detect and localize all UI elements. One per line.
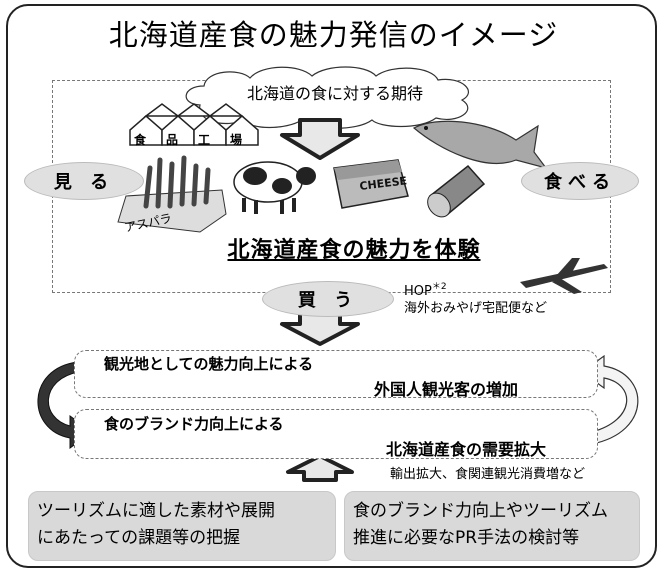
airplane-icon bbox=[520, 258, 608, 294]
eat-oval: 食べる bbox=[521, 162, 639, 200]
down-arrow-top bbox=[280, 118, 360, 160]
bottom-left-line1: ツーリズムに適した素材や展開 bbox=[37, 501, 275, 521]
factory-char: 場 bbox=[230, 133, 243, 147]
brand-band-line1: 食のブランド力向上による bbox=[104, 415, 284, 433]
buy-oval: 買 う bbox=[262, 281, 394, 317]
tourism-band bbox=[74, 350, 598, 398]
factory-char: 工 bbox=[198, 133, 211, 147]
brand-band bbox=[74, 409, 598, 459]
tourism-band-line2: 外国人観光客の増加 bbox=[374, 380, 519, 399]
tourism-band-line1: 観光地としての魅力向上による bbox=[104, 355, 314, 373]
brand-band-line2: 北海道産食の需要拡大 bbox=[386, 440, 547, 459]
bottom-right-line1: 食のブランド力向上やツーリズム bbox=[353, 501, 608, 521]
cow-image bbox=[233, 161, 316, 214]
hop-label: HOP＊2 bbox=[404, 282, 447, 299]
salmon-roll-image bbox=[427, 164, 486, 218]
export-note: 輸出拡大、食関連観光消費増など bbox=[390, 467, 586, 482]
cheese-label: CHEESE bbox=[359, 174, 408, 193]
factory-icon bbox=[129, 103, 259, 146]
cloud-shape bbox=[185, 66, 469, 129]
salmon-image bbox=[412, 120, 548, 170]
bottom-left-line2: にあたっての課題等の把握 bbox=[37, 528, 241, 548]
factory-char: 品 bbox=[166, 133, 179, 147]
cheese-image: CHEESE bbox=[333, 159, 409, 209]
asparagus-image bbox=[117, 155, 227, 233]
factory-char: 食 bbox=[134, 133, 147, 147]
up-arrow bbox=[286, 454, 354, 482]
expectation-text: 北海道の食に対する期待 bbox=[246, 84, 423, 103]
experience-heading: 北海道産食の魅力を体験 bbox=[227, 238, 481, 263]
see-oval: 見 る bbox=[24, 162, 144, 200]
bottom-right-line2: 推進に必要なPR手法の検討等 bbox=[353, 528, 580, 548]
bottom-box-right: 食のブランド力向上やツーリズム 推進に必要なPR手法の検討等 bbox=[344, 491, 640, 561]
hop-detail: 海外おみやげ宅配便など bbox=[404, 301, 548, 316]
bottom-box-left: ツーリズムに適した素材や展開 にあたっての課題等の把握 bbox=[28, 491, 336, 561]
page-title: 北海道産食の魅力発信のイメージ bbox=[108, 18, 559, 52]
